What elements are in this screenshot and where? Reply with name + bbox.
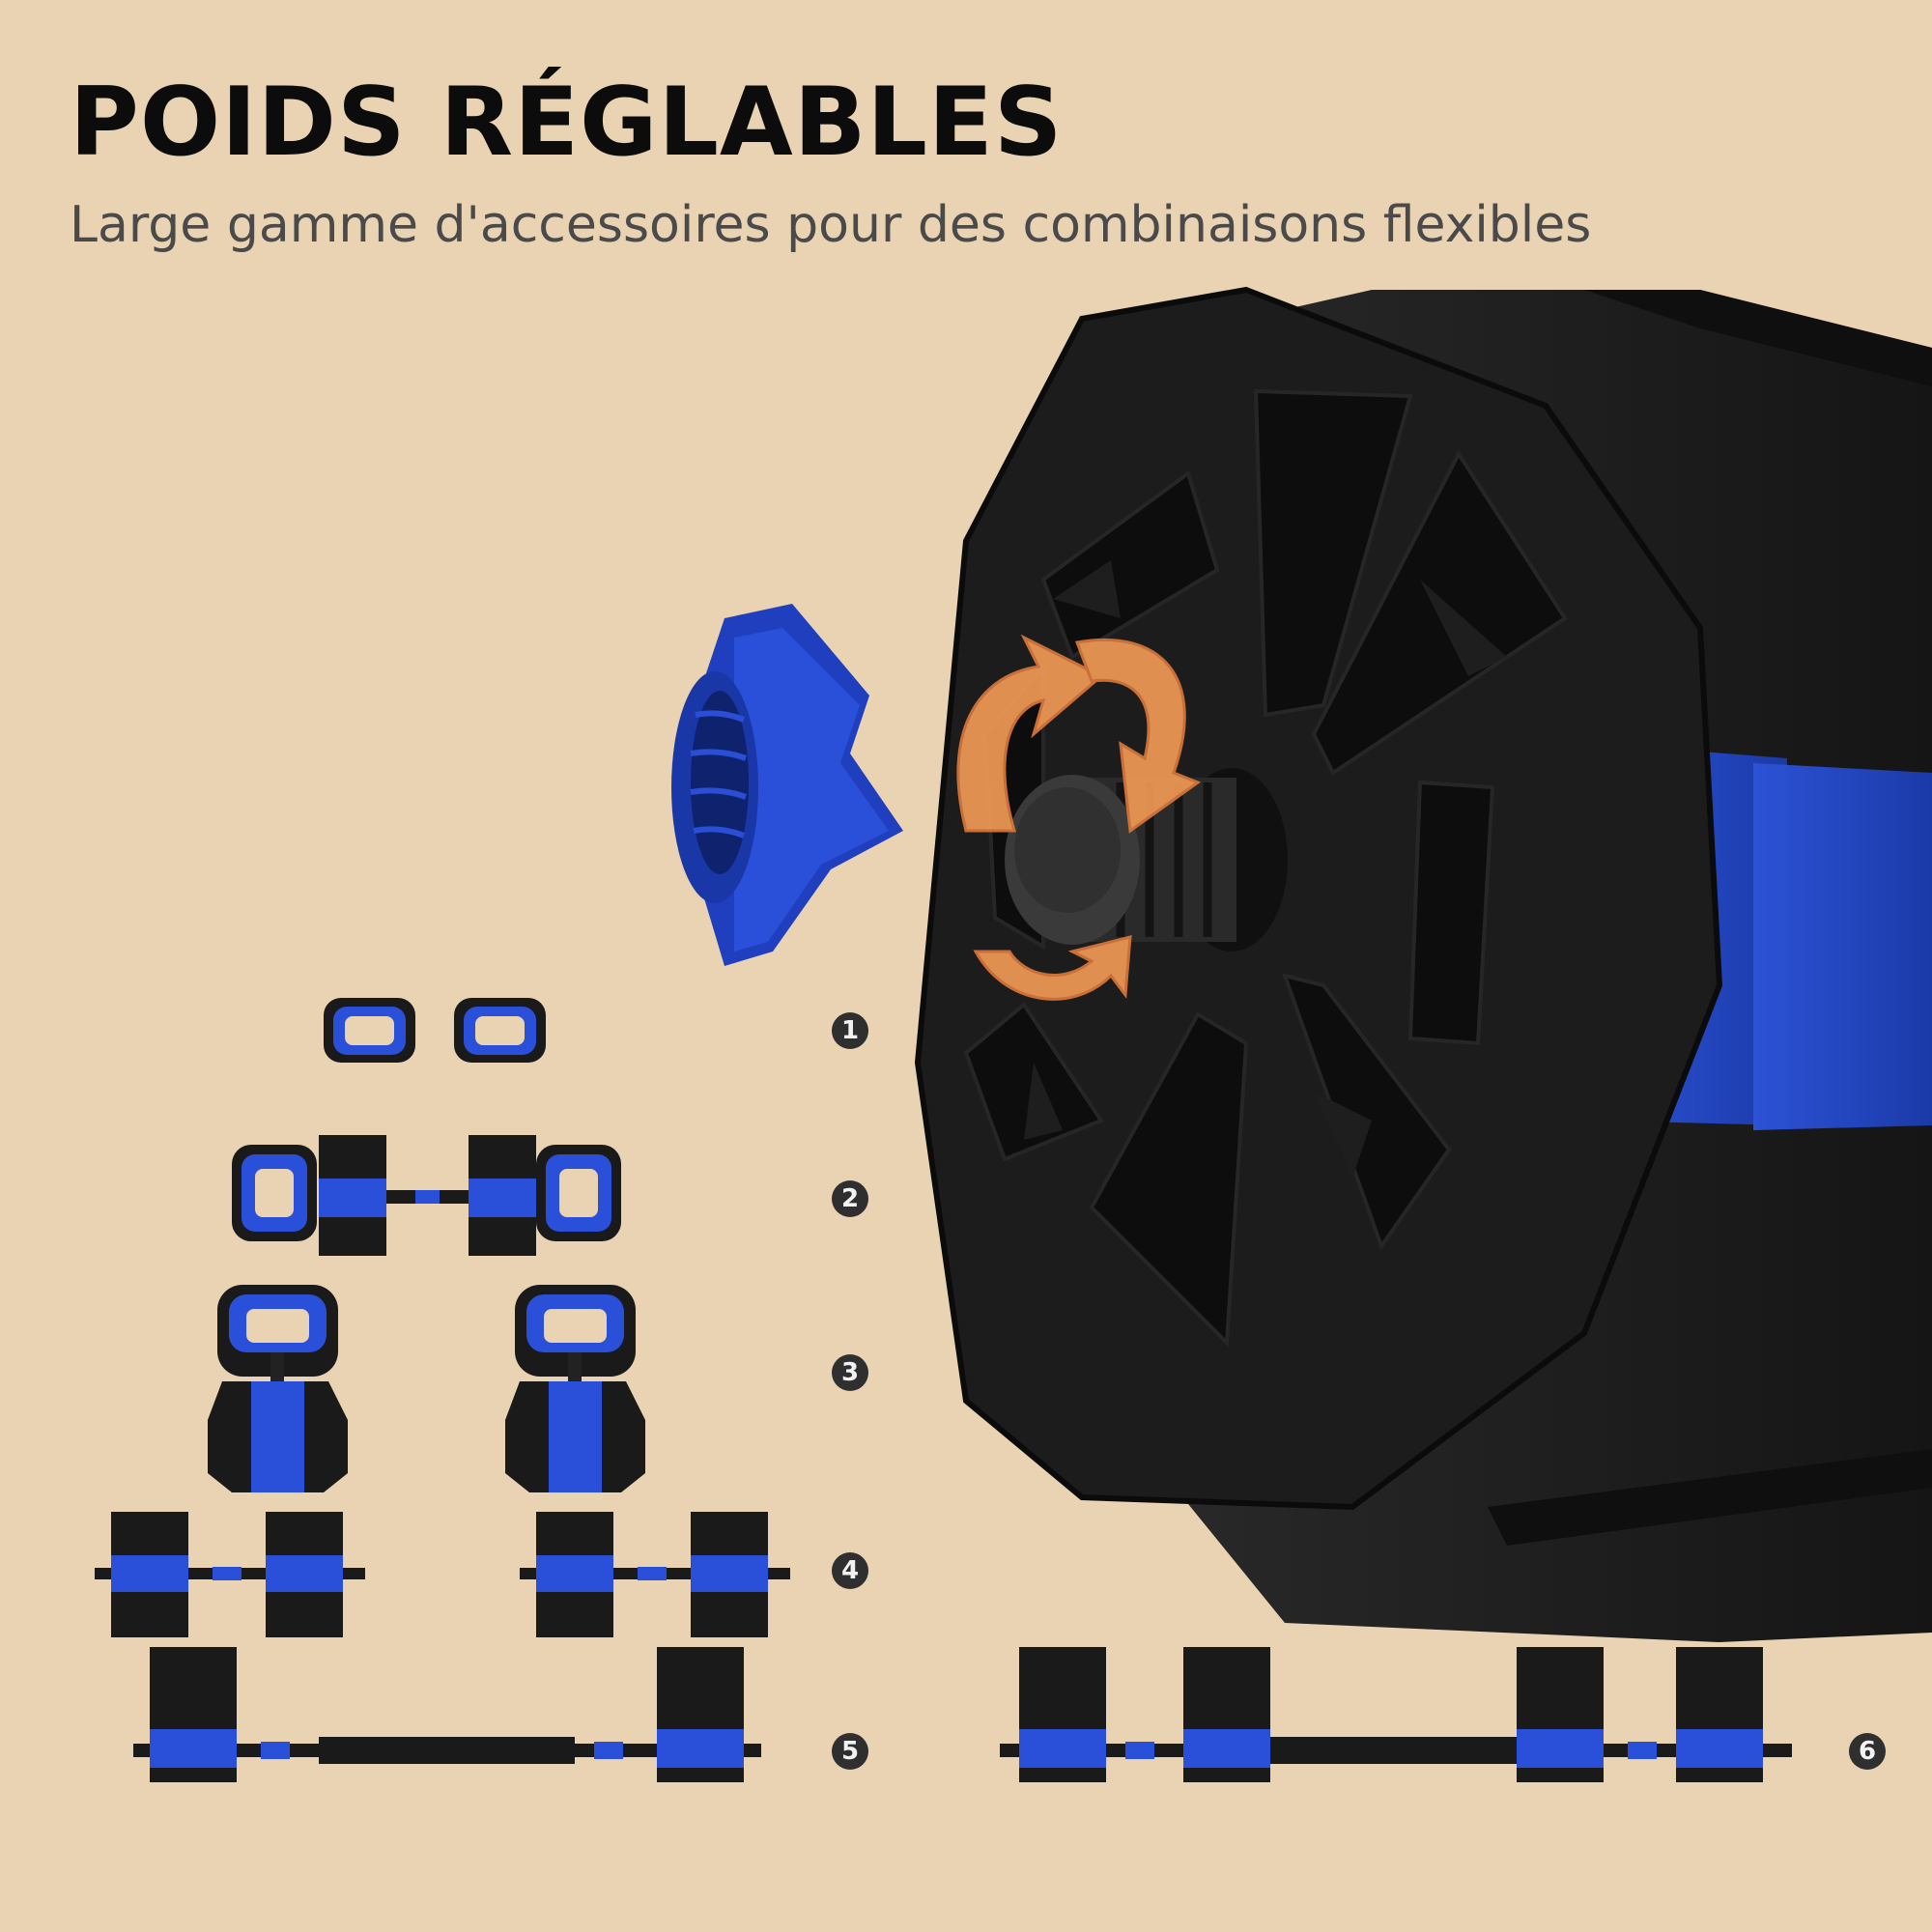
config-number-1: 1 bbox=[832, 1012, 868, 1049]
spin-collar bbox=[671, 604, 903, 966]
rotate-arrows-icon bbox=[956, 634, 1202, 1001]
config-number-6: 6 bbox=[1849, 1733, 1886, 1770]
config-4-dumbbells bbox=[95, 1512, 790, 1637]
config-number-2: 2 bbox=[832, 1180, 868, 1217]
large-plate-closeup bbox=[671, 286, 1932, 1642]
config-5-barbell bbox=[133, 1647, 761, 1782]
config-3-kettlebells bbox=[208, 1285, 645, 1492]
config-6-long-barbell bbox=[1000, 1647, 1792, 1782]
page-title: POIDS RÉGLABLES bbox=[70, 68, 1064, 178]
page-subtitle: Large gamme d'accessoires pour des combi… bbox=[70, 196, 1592, 254]
config-1-handles bbox=[324, 998, 546, 1063]
config-number-4: 4 bbox=[832, 1552, 868, 1589]
config-number-5: 5 bbox=[832, 1733, 868, 1770]
config-2-pushup-handles bbox=[232, 1135, 621, 1256]
blue-band-2 bbox=[1753, 763, 1932, 1130]
config-number-3: 3 bbox=[832, 1354, 868, 1391]
threaded-axle bbox=[1005, 768, 1288, 952]
